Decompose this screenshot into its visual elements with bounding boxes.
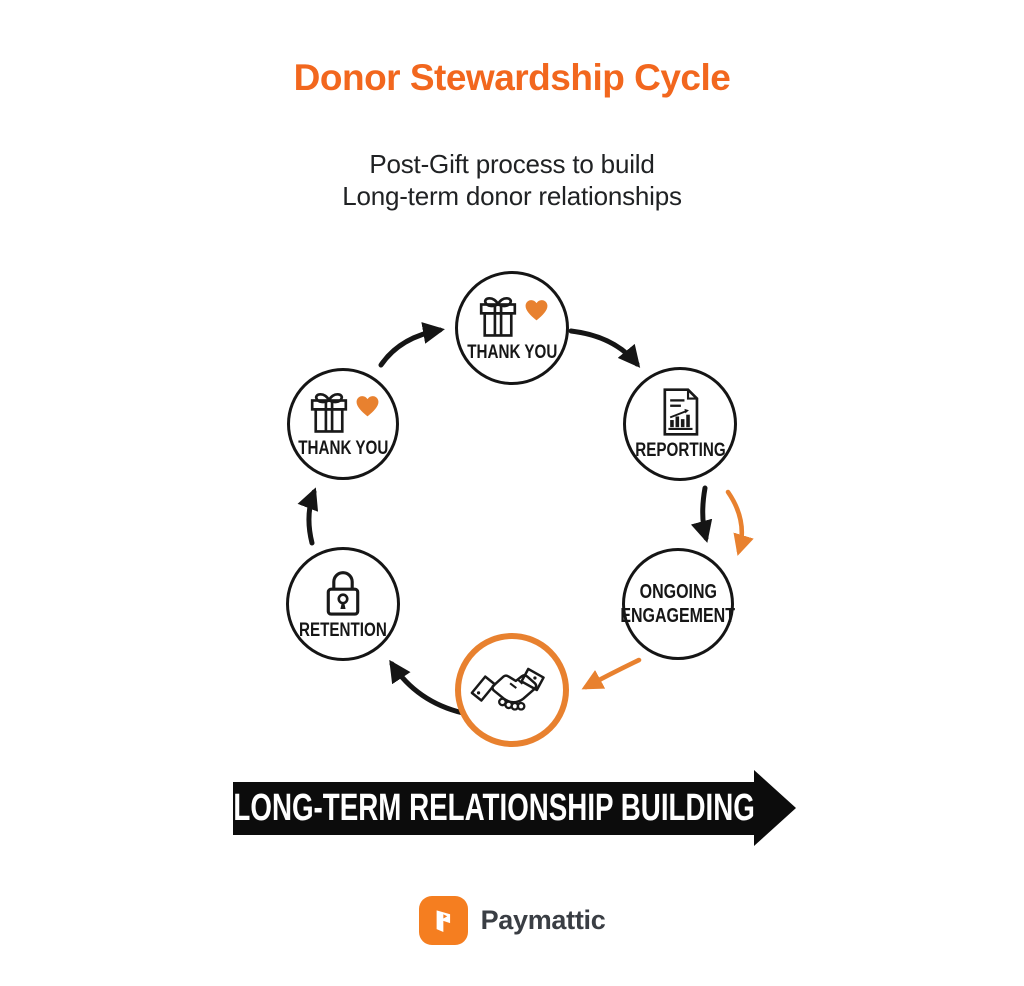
gift-icon (479, 296, 517, 337)
node-retention: RETENTION (286, 547, 400, 661)
subtitle-line-1: Post-Gift process to build (369, 149, 655, 179)
heart-icon (525, 299, 548, 320)
node-thank-you-top: THANK YOU (455, 271, 569, 385)
banner-arrowhead (754, 770, 796, 846)
node-label: ENGAGEMENT (620, 605, 736, 627)
handshake-icon (470, 667, 545, 711)
arrow-handshake-to-retention (389, 659, 466, 716)
heart-icon (356, 395, 379, 416)
node-label: RETENTION (299, 620, 387, 641)
brand-footer: Paymattic (0, 896, 1024, 945)
node-label: THANK YOU (466, 342, 558, 363)
gift-heart-icon (475, 293, 549, 339)
arrow-retention-to-thankyou-left (297, 487, 319, 546)
arrow-reporting-to-ongoing-black (690, 485, 713, 543)
node-label: ONGOING (639, 581, 717, 603)
node-label: REPORTING (634, 440, 726, 461)
arrow-reporting-to-ongoing-orange (725, 489, 754, 556)
report-document-icon (663, 388, 699, 436)
brand-name: Paymattic (480, 905, 606, 935)
arrow-ongoing-to-handshake (581, 657, 642, 690)
gift-icon (310, 392, 348, 433)
padlock-icon (326, 571, 360, 616)
node-relationship-handshake (455, 633, 569, 747)
node-ongoing-engagement: ONGOING ENGAGEMENT (620, 548, 736, 660)
banner-label: LONG-TERM RELATIONSHIP BUILDING (233, 787, 755, 829)
subtitle: Post-Gift process to build Long-term don… (0, 148, 1024, 212)
long-term-banner: LONG-TERM RELATIONSHIP BUILDING (233, 782, 755, 835)
arrow-thankyou-left-to-thankyou-top (378, 322, 445, 368)
paymattic-logo-icon (418, 896, 468, 945)
node-label: THANK YOU (297, 438, 389, 459)
page-title: Donor Stewardship Cycle (293, 57, 731, 98)
gift-heart-icon (306, 389, 380, 435)
paymattic-logo-glyph (436, 909, 451, 932)
arrow-thankyou-top-to-reporting (568, 328, 641, 368)
node-thank-you-left: THANK YOU (287, 368, 399, 480)
subtitle-line-2: Long-term donor relationships (342, 181, 682, 211)
node-reporting: REPORTING (623, 367, 737, 481)
